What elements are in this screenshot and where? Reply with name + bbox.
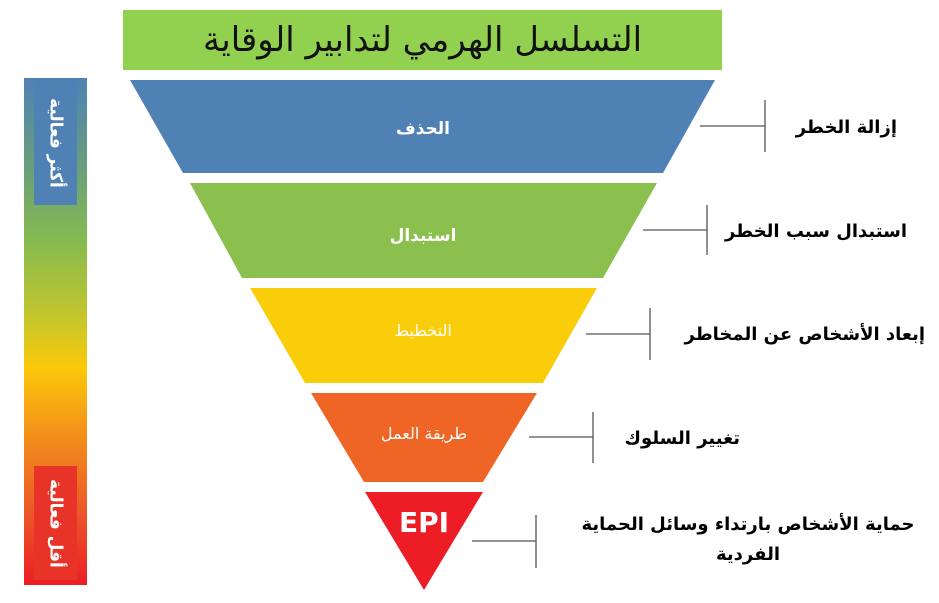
description-elimination: إزالة الخطر: [795, 117, 897, 138]
connectors: [472, 100, 766, 568]
description-ppe: حماية الأشخاص بارتداء وسائل الحماية الفر…: [581, 514, 915, 565]
band-label-elimination: الحذف: [395, 119, 451, 139]
more-effective-text: أكثر فعالية: [45, 97, 66, 188]
band-substitution: [190, 183, 657, 278]
less-effective-text: أقل فعالية: [45, 478, 66, 568]
band-engineering: [250, 288, 597, 383]
band-label-substitution: استبدال: [389, 226, 457, 246]
band-label-ppe: EPI: [398, 506, 450, 539]
band-elimination: [130, 80, 715, 173]
more-effective-label: أكثر فعالية: [34, 80, 77, 205]
band-ppe: [365, 492, 483, 590]
band-label-engineering: التخطيط: [394, 321, 452, 340]
band-label-administrative: طريقة العمل: [380, 424, 468, 443]
band-administrative: [311, 393, 537, 482]
description-substitution: استبدال سبب الخطر: [724, 221, 907, 242]
less-effective-label: أقل فعالية: [34, 466, 77, 580]
diagram-title: التسلسل الهرمي لتدابير الوقاية: [123, 10, 722, 70]
description-engineering: إبعاد الأشخاص عن المخاطر: [684, 324, 925, 345]
description-administrative: تغيير السلوك: [624, 428, 740, 449]
